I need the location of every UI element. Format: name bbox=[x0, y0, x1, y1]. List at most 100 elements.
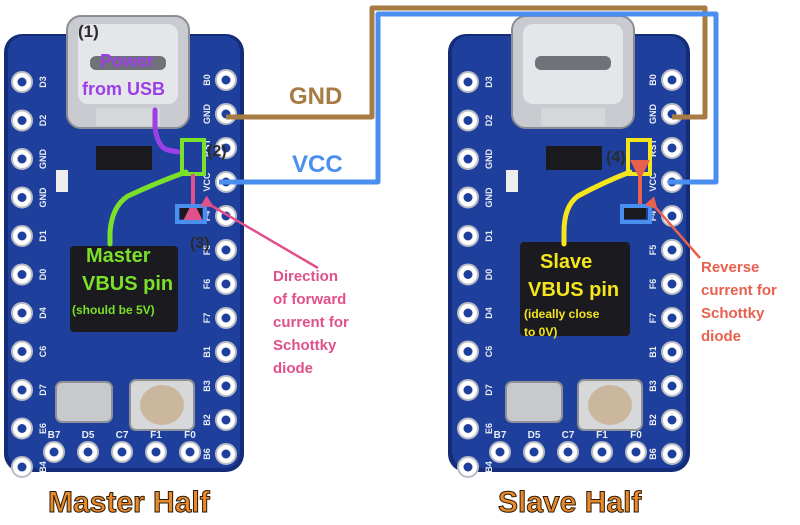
slave-left-pin-center bbox=[463, 270, 473, 279]
master-right-pin-label: VCC bbox=[202, 172, 212, 192]
slave-left-pin-center bbox=[463, 347, 473, 356]
master-bottom-pin-center bbox=[151, 447, 161, 457]
slave-vbus-note-line1: (ideally close bbox=[524, 307, 600, 321]
slave-right-pin-label: B6 bbox=[648, 448, 658, 460]
slave-small-ic bbox=[546, 146, 602, 170]
master-right-pin-center bbox=[221, 381, 231, 391]
power-label-line1: Power bbox=[100, 51, 154, 71]
slave-left-pin-center bbox=[463, 116, 473, 125]
slave-mcu-chip bbox=[520, 242, 630, 336]
master-bottom-pin-center bbox=[49, 447, 59, 457]
slave-bottom-pin-label: C7 bbox=[562, 430, 575, 441]
master-left-pin-center bbox=[17, 308, 27, 318]
master-left-pin-center bbox=[17, 347, 27, 356]
slave-bottom-pin-center bbox=[529, 447, 539, 457]
master-usb-connector bbox=[66, 15, 190, 129]
slave-left-pin-center bbox=[463, 385, 473, 395]
master-left-pin-label: B4 bbox=[38, 461, 48, 473]
master-bottom-pin-center bbox=[117, 447, 127, 457]
master-led bbox=[56, 170, 68, 192]
slave-reset-button bbox=[577, 379, 643, 431]
gnd-label: GND bbox=[289, 83, 342, 110]
master-bottom-pin-label: C7 bbox=[116, 430, 129, 441]
master-left-pin-label: GND bbox=[38, 187, 48, 208]
master-bottom-pin-label: B7 bbox=[48, 430, 61, 441]
master-bottom-pin-label: F0 bbox=[184, 430, 196, 441]
forward-current-caption: Direction of forward current for Schottk… bbox=[273, 268, 349, 377]
power-from-usb-line bbox=[152, 107, 181, 155]
marker-4: (4) bbox=[606, 149, 626, 166]
slave-left-pin-label: GND bbox=[484, 187, 494, 208]
slave-right-pin-center bbox=[667, 449, 677, 459]
master-left-pin-label: GND bbox=[38, 149, 48, 170]
slave-led bbox=[506, 170, 518, 192]
master-right-pin-center bbox=[221, 449, 231, 459]
slave-usb-connector bbox=[511, 15, 635, 129]
slave-right-pin-center bbox=[667, 313, 677, 323]
slave-right-pin-label: RST bbox=[648, 138, 658, 157]
slave-right-pin-label: F5 bbox=[648, 245, 658, 256]
master-left-pin-center bbox=[17, 77, 27, 87]
vcc-label: VCC bbox=[292, 151, 343, 178]
forward-caption-line5: diode bbox=[273, 360, 313, 377]
master-right-pin-label: B6 bbox=[202, 448, 212, 460]
forward-caption-line4: Schottky bbox=[273, 337, 337, 354]
reverse-current-pointer bbox=[644, 196, 701, 259]
slave-crystal bbox=[505, 381, 563, 423]
master-bottom-pin-center bbox=[185, 447, 195, 457]
master-right-pin-center bbox=[221, 313, 231, 323]
master-vbus-note: (should be 5V) bbox=[72, 303, 155, 317]
slave-diode bbox=[624, 207, 646, 219]
master-left-pin-label: D0 bbox=[38, 269, 48, 281]
slave-left-pin-label: D4 bbox=[484, 307, 494, 319]
master-mcu-chip bbox=[70, 246, 178, 332]
master-bottom-pin-center bbox=[83, 447, 93, 457]
master-right-pin-label: RST bbox=[202, 138, 212, 157]
slave-left-pin-center bbox=[463, 462, 473, 472]
master-left-pin-label: C6 bbox=[38, 346, 48, 358]
slave-bottom-pin-center bbox=[563, 447, 573, 457]
slave-left-pin-label: D3 bbox=[484, 76, 494, 88]
forward-caption-line2: of forward bbox=[273, 291, 346, 308]
vcc-wire bbox=[219, 11, 719, 185]
slave-right-pin-center bbox=[667, 347, 677, 357]
slave-right-pin-label: B3 bbox=[648, 380, 658, 392]
slave-left-pin-center bbox=[463, 193, 473, 202]
master-right-pin-center bbox=[221, 143, 231, 153]
slave-diode-box bbox=[620, 204, 652, 224]
master-left-pin-label: D7 bbox=[38, 384, 48, 396]
master-vbus-pointer bbox=[107, 169, 189, 247]
slave-vbus-label-line1: Slave bbox=[540, 251, 592, 273]
slave-right-pin-center bbox=[667, 415, 677, 425]
slave-bottom-pin-center bbox=[631, 447, 641, 457]
master-left-pin-center bbox=[17, 116, 27, 125]
slave-right-pin-label: F4 bbox=[648, 211, 658, 222]
slave-right-pin-label: F7 bbox=[648, 313, 658, 324]
master-right-pin-label: GND bbox=[202, 104, 212, 125]
slave-right-pin-center bbox=[667, 143, 677, 153]
slave-right-pin-label: B1 bbox=[648, 346, 658, 358]
slave-right-pin-center bbox=[667, 245, 677, 255]
marker-3: (3) bbox=[190, 235, 210, 252]
master-right-pin-center bbox=[221, 347, 231, 357]
slave-bottom-pin-label: F1 bbox=[596, 430, 608, 441]
slave-right-pin-center bbox=[667, 279, 677, 289]
slave-left-pin-label: GND bbox=[484, 149, 494, 170]
slave-right-pin-label: B2 bbox=[648, 414, 658, 426]
slave-right-pin-label: F6 bbox=[648, 279, 658, 290]
master-left-pin-label: E6 bbox=[38, 423, 48, 434]
master-diode-box bbox=[175, 204, 207, 224]
slave-right-pin-label: B0 bbox=[648, 74, 658, 86]
master-left-pin-center bbox=[17, 154, 27, 164]
slave-bottom-pin-center bbox=[597, 447, 607, 457]
slave-bottom-pin-center bbox=[495, 447, 505, 457]
master-right-pin-label: B2 bbox=[202, 414, 212, 426]
slave-vbus-pointer bbox=[561, 169, 633, 247]
slave-right-pin-label: GND bbox=[648, 104, 658, 125]
master-crystal bbox=[55, 381, 113, 423]
